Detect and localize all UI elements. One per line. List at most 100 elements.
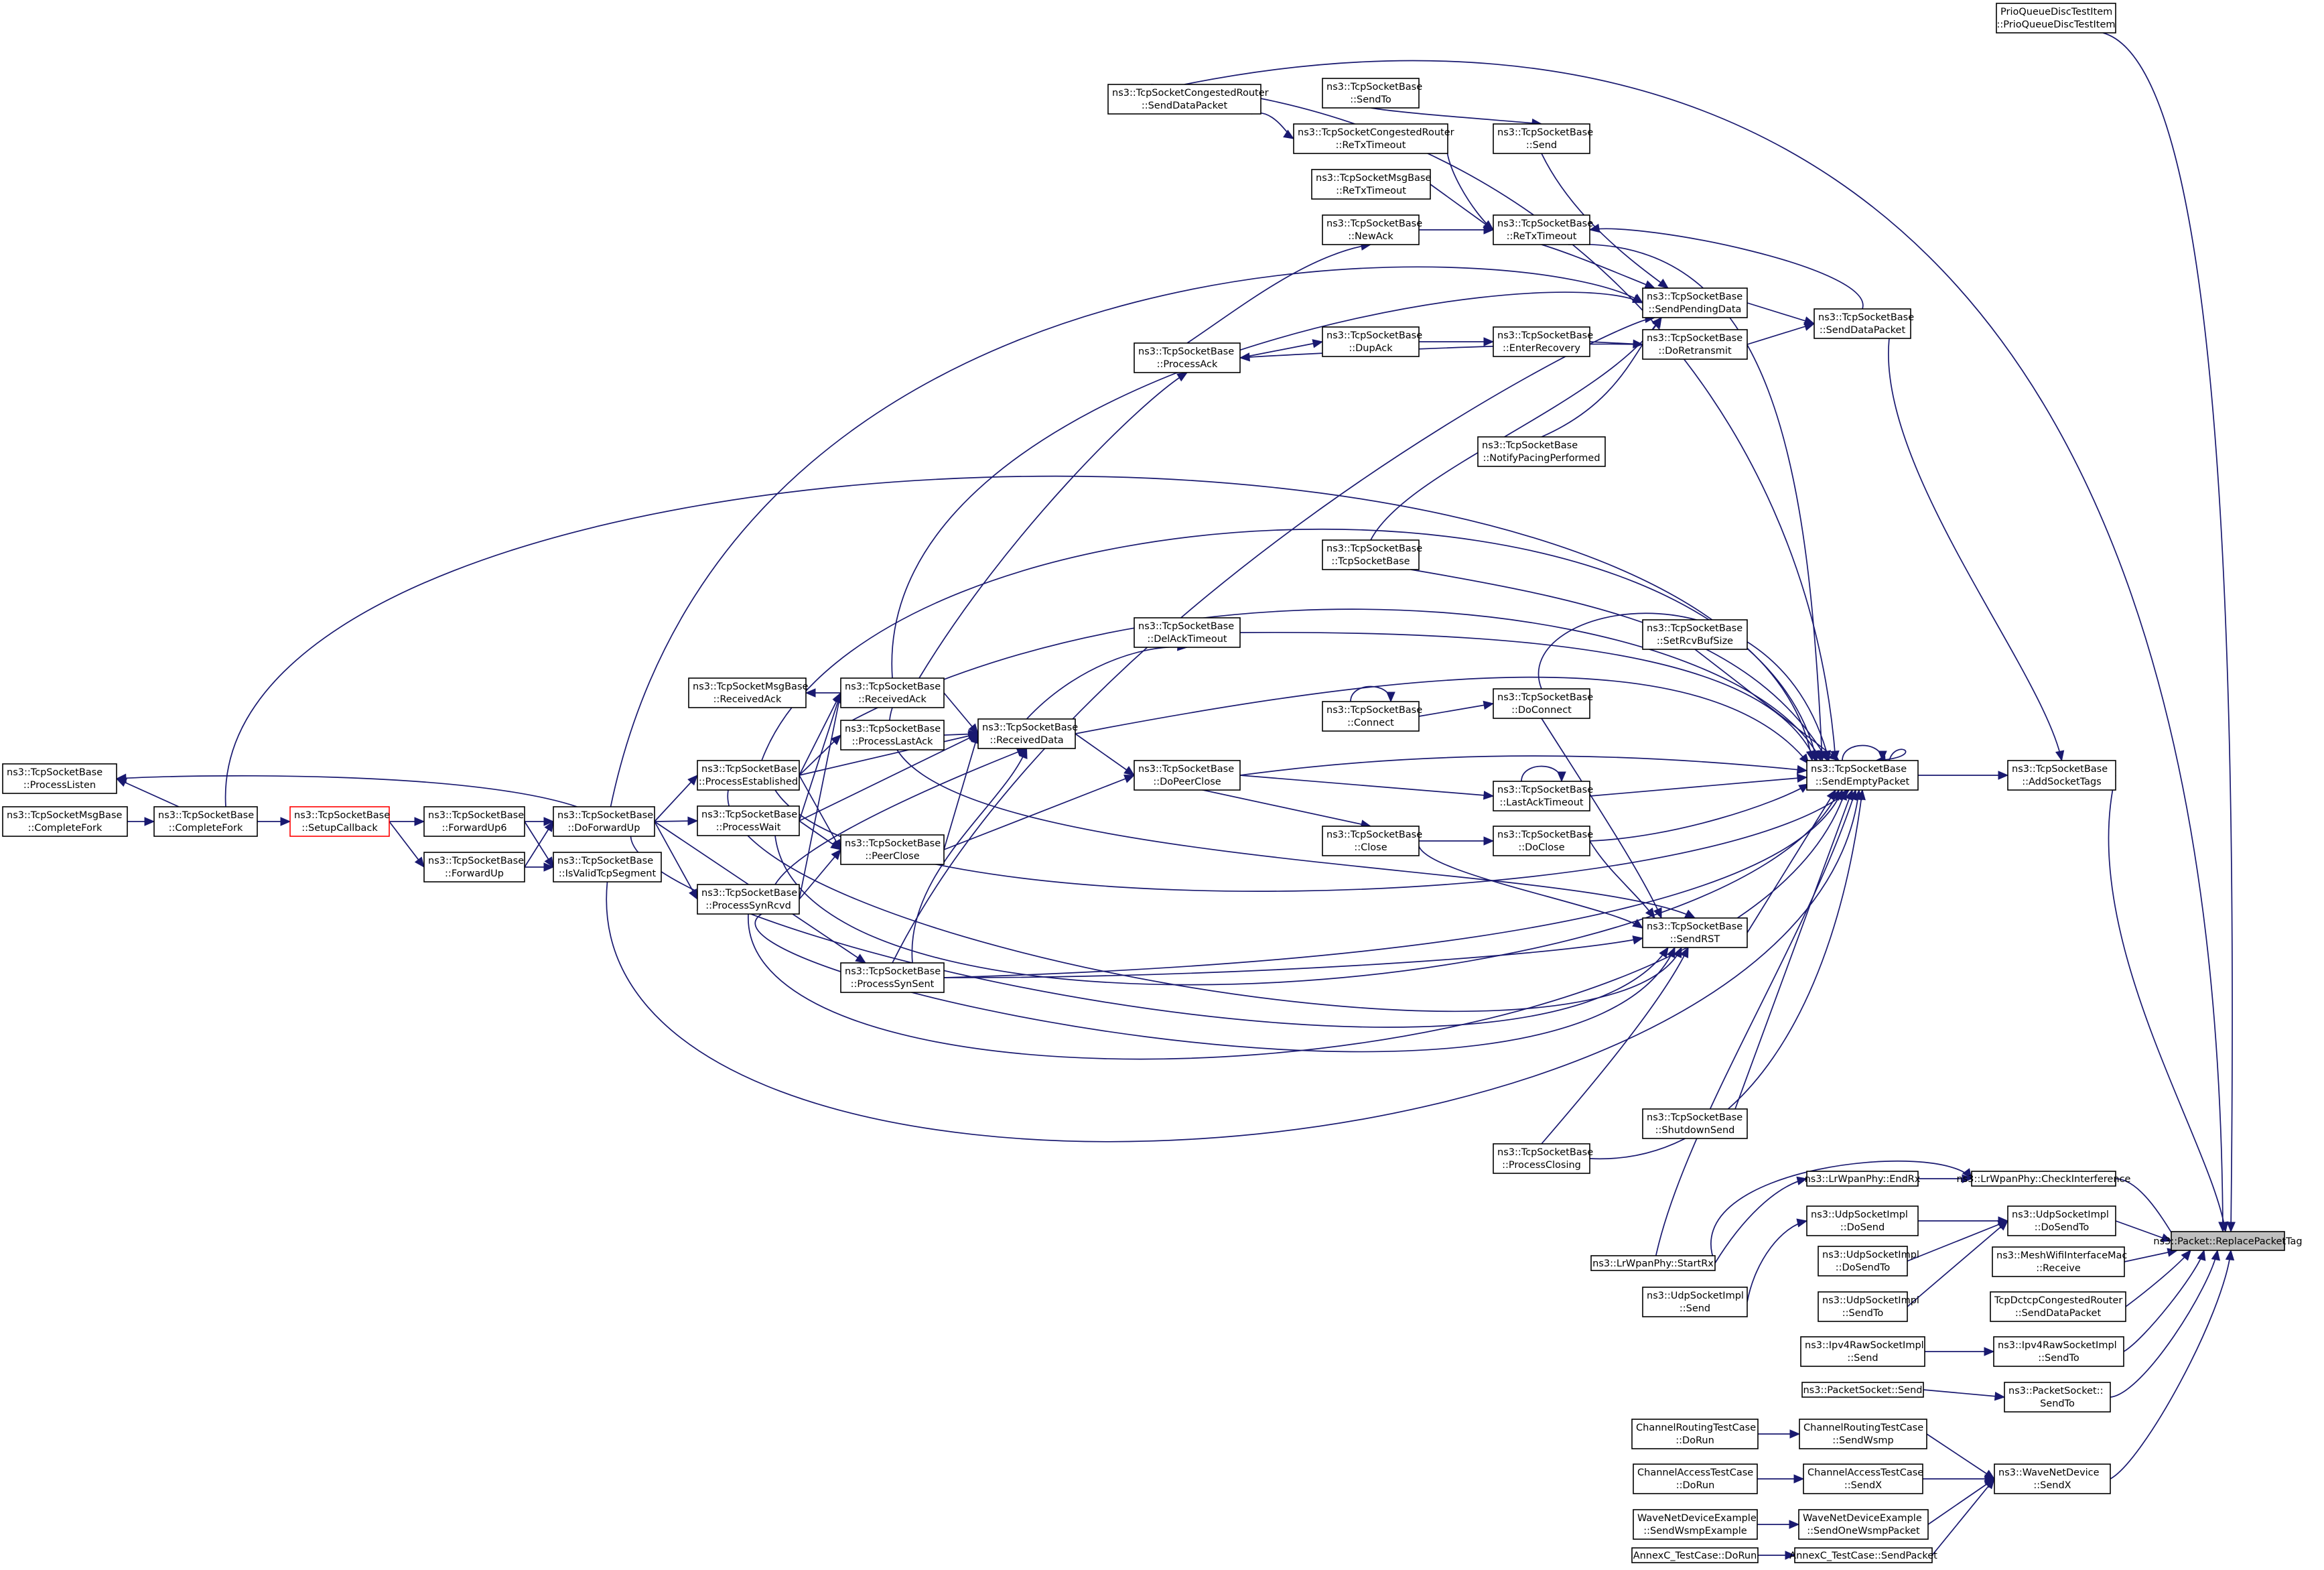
function-node[interactable]: AnnexC_TestCase::DoRun [1631, 1547, 1759, 1563]
function-node[interactable]: ns3::LrWpanPhy::CheckInterference [1957, 1171, 2131, 1187]
function-node[interactable]: ns3::TcpSocketBase::SendEmptyPacket [1806, 760, 1919, 791]
function-node[interactable]: ns3::TcpSocketBase::ProcessEstablished [697, 760, 800, 791]
function-node[interactable]: ns3::TcpSocketBase::DoRetransmit [1642, 329, 1748, 360]
node-label-line2: ::ProcessClosing [1502, 1160, 1581, 1171]
recursive-call-edge [1842, 744, 1887, 762]
function-node[interactable]: ns3::UdpSocketImpl::DoSendTo [1818, 1246, 1919, 1277]
function-node[interactable]: ns3::TcpSocketBase::SendDataPacket [1814, 308, 1914, 339]
call-edge [127, 817, 155, 826]
node-label-line1: ChannelAccessTestCase [1807, 1467, 1923, 1478]
call-edge [2124, 1248, 2179, 1262]
function-node[interactable]: ns3::TcpSocketBase::Close [1322, 826, 1422, 856]
function-node[interactable]: ns3::TcpSocketBase::ForwardUp6 [423, 806, 525, 837]
function-node[interactable]: ns3::TcpSocketBase::ReceivedAck [840, 677, 945, 708]
function-node[interactable]: TcpDctcpCongestedRouter::SendDataPacket [1990, 1291, 2126, 1322]
node-label-line1: ns3::UdpSocketImpl [1822, 1295, 1919, 1306]
function-node[interactable]: ns3::TcpSocketBase::ReceivedData [977, 718, 1078, 749]
function-node[interactable]: ns3::TcpSocketBase::SetupCallback [289, 806, 390, 837]
function-node[interactable]: ns3::TcpSocketBase::SendPendingData [1642, 287, 1748, 318]
function-node[interactable]: ns3::TcpSocketBase::IsValidTcpSegment [553, 852, 662, 882]
node-label-line2: ::ReTxTimeout [1507, 231, 1577, 242]
function-node[interactable]: ns3::UdpSocketImpl::SendTo [1818, 1291, 1919, 1322]
call-edge [2108, 775, 2229, 1233]
function-node[interactable]: ns3::TcpSocketBase::ProcessClosing [1493, 1143, 1593, 1174]
function-node[interactable]: ns3::TcpSocketBase::SendTo [1322, 78, 1422, 109]
node-label-line2: ::Close [1354, 842, 1387, 853]
function-node[interactable]: ns3::TcpSocketMsgBase::CompleteFork [2, 806, 128, 837]
node-label-line1: ns3::TcpSocketBase [1497, 218, 1593, 229]
node-label-line2: ::Send [1526, 140, 1557, 151]
function-node[interactable]: ns3::TcpSocketMsgBase::ReceivedAck [688, 677, 809, 708]
function-node[interactable]: ns3::TcpSocketBase::ReTxTimeout [1493, 214, 1593, 245]
function-node[interactable]: ns3::UdpSocketImpl::Send [1642, 1287, 1748, 1317]
function-node[interactable]: ns3::TcpSocketBase::AddSocketTags [2007, 760, 2116, 791]
function-node[interactable]: ns3::TcpSocketCongestedRouter::SendDataP… [1107, 84, 1269, 115]
function-node[interactable]: ns3::LrWpanPhy::EndRx [1805, 1171, 1921, 1187]
function-node[interactable]: PrioQueueDiscTestItem::PrioQueueDiscTest… [1996, 3, 2116, 34]
call-edge [1589, 789, 1866, 1160]
function-node[interactable]: ChannelAccessTestCase::DoRun [1633, 1463, 1758, 1494]
function-node[interactable]: ns3::TcpSocketBase::Connect [1322, 701, 1422, 732]
function-node[interactable]: ns3::UdpSocketImpl::DoSendTo [2007, 1205, 2116, 1236]
node-label-line2: ::ReceivedAck [713, 694, 782, 705]
function-node[interactable]: ns3::TcpSocketBase::ProcessSynSent [840, 962, 945, 993]
function-node[interactable]: ns3::TcpSocketBase::ForwardUp [423, 852, 525, 882]
call-edge [1418, 700, 1495, 717]
node-label-line2: ::DoRetransmit [1658, 346, 1732, 356]
function-node[interactable]: ns3::TcpSocketBase::TcpSocketBase [1322, 539, 1422, 570]
function-node[interactable]: ns3::PacketSocket::Send [1801, 1382, 1924, 1398]
function-node[interactable]: ns3::MeshWifiInterfaceMac::Receive [1992, 1246, 2127, 1277]
call-edge [525, 817, 555, 826]
node-label-line1: ChannelAccessTestCase [1637, 1467, 1753, 1478]
node-label-line2: ::SendWsmp [1832, 1435, 1894, 1446]
function-node[interactable]: WaveNetDeviceExample::SendOneWsmpPacket [1798, 1509, 1929, 1540]
function-node[interactable]: ns3::TcpSocketBase::ProcessAck [1134, 342, 1241, 373]
function-node[interactable]: ns3::TcpSocketBase::ProcessSynRcvd [697, 884, 800, 915]
function-node[interactable]: ns3::TcpSocketBase::DoClose [1493, 826, 1593, 856]
call-edge [918, 372, 1188, 679]
function-node[interactable]: ns3::LrWpanPhy::StartRx [1590, 1255, 1716, 1271]
function-node[interactable]: ChannelAccessTestCase::SendX [1803, 1463, 1923, 1494]
function-node[interactable]: ns3::UdpSocketImpl::DoSend [1806, 1205, 1919, 1236]
node-label-line1: ns3::LrWpanPhy::CheckInterference [1957, 1174, 2131, 1185]
node-label-line2: ::SetRcvBufSize [1657, 636, 1733, 647]
function-node[interactable]: ns3::WaveNetDevice::SendX [1994, 1463, 2111, 1494]
call-edge [389, 817, 425, 826]
function-node[interactable]: ns3::TcpSocketBase::SendRST [1642, 917, 1748, 948]
call-edge [799, 775, 841, 851]
function-node[interactable]: ns3::TcpSocketBase::LastAckTimeout [1493, 781, 1593, 811]
function-node[interactable]: ns3::TcpSocketBase::SetRcvBufSize [1642, 619, 1748, 650]
function-node[interactable]: ns3::TcpSocketBase::DoForwardUp [553, 806, 655, 837]
function-node[interactable]: ns3::Ipv4RawSocketImpl::Send [1800, 1336, 1925, 1367]
recursive-call-edge [1521, 765, 1566, 783]
function-node[interactable]: ns3::TcpSocketBase::DupAck [1322, 326, 1422, 357]
function-node[interactable]: ns3::TcpSocketBase::ProcessWait [697, 805, 800, 836]
focus-function-node[interactable]: ns3::Packet::ReplacePacketTag [2153, 1231, 2303, 1251]
call-edge [1923, 1474, 1996, 1484]
call-edge [610, 266, 1644, 807]
function-node[interactable]: ns3::TcpSocketBase::NewAck [1322, 214, 1422, 245]
function-node[interactable]: ns3::TcpSocketBase::ProcessListen [2, 763, 117, 794]
function-node[interactable]: AnnexC_TestCase::SendPacket [1789, 1547, 1937, 1563]
function-node[interactable]: ns3::TcpSocketBase::Send [1493, 123, 1593, 154]
call-edge [943, 935, 1644, 978]
function-node[interactable]: ChannelRoutingTestCase::DoRun [1631, 1419, 1759, 1449]
function-node[interactable]: ns3::PacketSocket::SendTo [2004, 1382, 2111, 1413]
function-node[interactable]: ns3::TcpSocketBase::DelAckTimeout [1134, 617, 1241, 648]
function-node[interactable]: ns3::TcpSocketBase::ProcessLastAck [840, 720, 945, 750]
function-node[interactable]: ns3::Ipv4RawSocketImpl::SendTo [1993, 1336, 2124, 1367]
function-node[interactable]: ns3::TcpSocketBase::DoPeerClose [1134, 760, 1241, 791]
function-node[interactable]: ns3::TcpSocketMsgBase::ReTxTimeout [1311, 169, 1432, 200]
function-node[interactable]: ns3::TcpSocketBase::NotifyPacingPerforme… [1477, 436, 1606, 467]
function-node[interactable]: WaveNetDeviceExample::SendWsmpExample [1633, 1509, 1758, 1540]
function-node[interactable]: ns3::TcpSocketBase::PeerClose [840, 834, 945, 865]
function-node[interactable]: ChannelRoutingTestCase::SendWsmp [1799, 1419, 1927, 1449]
call-edge [1925, 1347, 1995, 1356]
function-node[interactable]: ns3::TcpSocketBase::CompleteFork [153, 806, 258, 837]
function-node[interactable]: ns3::TcpSocketBase::ShutdownSend [1642, 1108, 1748, 1139]
function-node[interactable]: ns3::TcpSocketCongestedRouter::ReTxTimeo… [1293, 123, 1454, 154]
call-edge [799, 849, 841, 900]
function-node[interactable]: ns3::TcpSocketBase::DoConnect [1493, 688, 1593, 719]
node-label-line2: ::Send [1847, 1353, 1878, 1364]
function-node[interactable]: ns3::TcpSocketBase::EnterRecovery [1493, 326, 1593, 357]
